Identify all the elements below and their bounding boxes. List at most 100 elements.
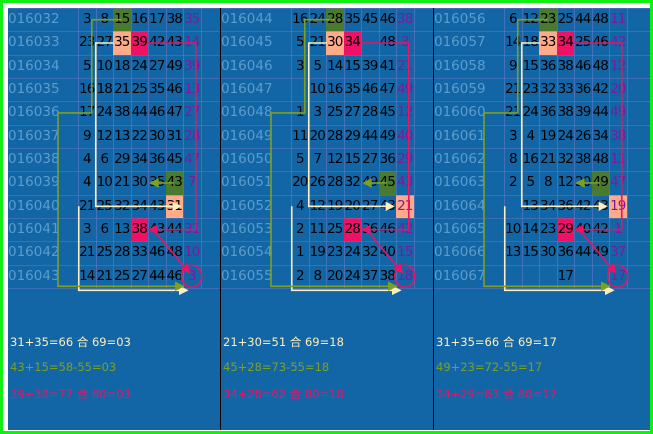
number-cell: 24 <box>131 57 148 74</box>
number-cell: 10 <box>309 80 326 97</box>
grid-column-line <box>378 8 380 288</box>
formula3-arrow <box>147 42 197 235</box>
grid-row-line <box>434 171 650 173</box>
special-number-cell: 10 <box>184 244 200 261</box>
grid-row-line <box>221 287 433 289</box>
number-cell: 15 <box>344 150 361 167</box>
number-cell: 32 <box>540 80 556 97</box>
number-cell: 46 <box>379 11 396 27</box>
grid-row-line <box>8 241 221 243</box>
grid-column-line <box>591 8 593 288</box>
number-cell: 46 <box>575 57 591 74</box>
issue-number: 016059 <box>434 80 486 97</box>
number-cell: 5 <box>295 150 305 167</box>
number-cell: 38 <box>166 11 183 27</box>
arrow-overlay <box>483 18 629 296</box>
grid-column-line <box>165 8 167 288</box>
number-cell: 14 <box>327 57 343 74</box>
number-cell: 28 <box>114 244 130 261</box>
number-cell: 39 <box>362 57 378 74</box>
number-cell: 25 <box>557 11 574 27</box>
number-cell: 21 <box>540 150 556 167</box>
number-cell: 41 <box>379 57 396 74</box>
issue-number: 016037 <box>8 127 60 144</box>
number-cell: 23 <box>327 244 343 261</box>
number-cell: 18 <box>96 80 113 97</box>
number-cell: 4 <box>526 127 535 144</box>
number-cell: 24 <box>96 104 113 121</box>
number-cell: 3 <box>313 104 322 121</box>
issue-number: 016043 <box>8 267 60 284</box>
number-cell: 17 <box>557 267 574 284</box>
arrow-overlay <box>270 18 416 296</box>
number-cell: 29 <box>556 217 574 242</box>
issue-number: 016051 <box>221 174 273 191</box>
grid-row-line <box>434 241 650 243</box>
number-cell: 30 <box>131 174 148 191</box>
grid-row-line <box>434 77 650 79</box>
number-cell: 9 <box>508 57 518 74</box>
issue-number: 016047 <box>221 80 273 97</box>
number-cell: 38 <box>114 104 130 121</box>
formula-line-2: 43+15=58-55=03 <box>10 360 117 374</box>
number-cell: 2 <box>295 267 305 284</box>
number-cell: 12 <box>327 150 343 167</box>
number-cell: 10 <box>96 174 113 191</box>
number-cell: 40 <box>379 244 396 261</box>
number-cell: 39 <box>575 104 591 121</box>
number-cell: 48 <box>592 150 609 167</box>
issue-number: 016054 <box>221 244 273 261</box>
number-cell: 43 <box>165 171 183 195</box>
number-cell: 38 <box>379 267 396 284</box>
grid-row-line <box>8 287 221 289</box>
grid-row-line <box>434 217 650 219</box>
number-cell: 39 <box>130 31 148 55</box>
number-cell: 35 <box>344 11 361 27</box>
number-cell: 37 <box>362 267 378 284</box>
number-cell: 6 <box>100 150 109 167</box>
number-cell: 30 <box>326 31 344 55</box>
issue-number: 016056 <box>434 11 486 27</box>
formula1-result-arrow <box>77 206 189 296</box>
panel-divider <box>433 8 434 430</box>
issue-number: 016058 <box>434 57 486 74</box>
grid-row-line <box>8 217 221 219</box>
number-cell: 48 <box>592 57 609 74</box>
special-number-cell: 11 <box>610 11 626 27</box>
arrow-overlay <box>57 18 203 296</box>
number-cell: 24 <box>344 244 361 261</box>
formula3-result-arrow <box>156 233 191 274</box>
number-cell: 36 <box>379 150 396 167</box>
grid-row-line <box>434 31 650 33</box>
grid-column-line <box>326 8 327 288</box>
number-cell: 23 <box>540 220 556 237</box>
number-cell: 44 <box>592 104 609 121</box>
issue-number: 016040 <box>8 197 60 214</box>
grid-row-line <box>221 124 433 126</box>
special-number-cell: 35 <box>184 11 200 27</box>
grid-row-line <box>434 147 650 149</box>
number-cell: 46 <box>166 267 183 284</box>
number-cell: 33 <box>131 244 148 261</box>
number-cell: 44 <box>575 11 591 27</box>
grid-row-line <box>8 264 221 266</box>
grid-row-line <box>221 241 433 243</box>
number-cell: 35 <box>113 31 131 55</box>
number-cell: 46 <box>149 244 165 261</box>
grid-row-line <box>8 101 221 103</box>
number-cell: 17 <box>149 11 165 27</box>
number-cell: 25 <box>131 80 148 97</box>
number-cell: 46 <box>362 80 378 97</box>
issue-number: 016066 <box>434 244 486 261</box>
number-cell: 21 <box>114 174 130 191</box>
grid-row-line <box>221 171 433 173</box>
number-cell: 34 <box>131 150 148 167</box>
grid-row-line <box>221 77 433 79</box>
